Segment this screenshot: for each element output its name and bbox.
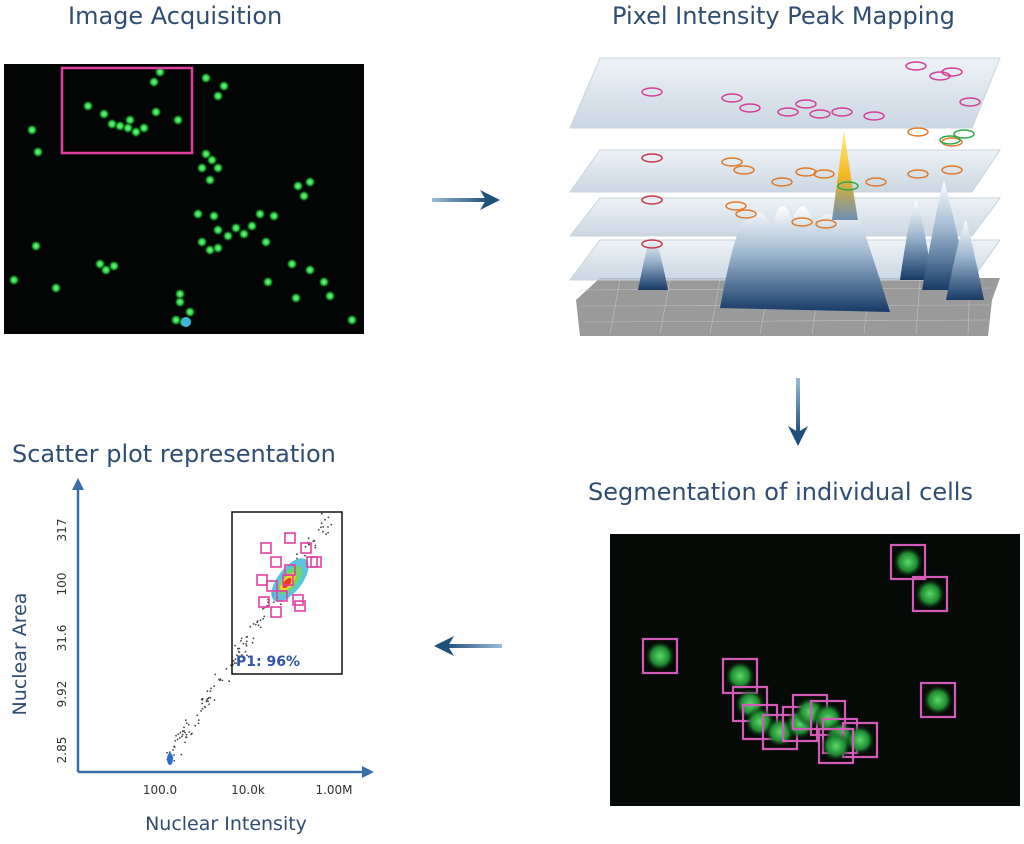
- y-tick-31.6: 31.6: [55, 625, 69, 652]
- zoom-selection-box: [60, 66, 194, 155]
- segmented-cell-markers: [256, 532, 322, 618]
- y-axis-label: Nuclear Area: [9, 593, 31, 716]
- red-rings: [641, 153, 663, 249]
- scatter-points: [166, 512, 333, 762]
- peak-mapping-diagram: [560, 50, 1022, 350]
- x-axis-label: Nuclear Intensity: [145, 813, 307, 835]
- arrow-right-icon: [430, 188, 502, 216]
- y-tick-2.85: 2.85: [55, 737, 69, 764]
- green-rings: [837, 129, 975, 191]
- title-image-acquisition: Image Acquisition: [68, 2, 283, 30]
- segmentation-micrograph: [610, 534, 1020, 806]
- acquisition-micrograph: [4, 64, 364, 334]
- y-tick-100: 100: [55, 573, 69, 596]
- nucleus-cells: [8, 66, 358, 328]
- intensity-plane-4: [569, 57, 1001, 129]
- intensity-peaks: [638, 130, 984, 312]
- y-tick-317: 317: [55, 519, 69, 542]
- title-peak-mapping: Pixel Intensity Peak Mapping: [612, 2, 955, 30]
- x-tick-100: 100.0: [143, 783, 177, 797]
- top-plane-rings: [641, 61, 981, 121]
- x-tick-1M: 1.00M: [315, 783, 352, 797]
- y-tick-9.92: 9.92: [55, 681, 69, 708]
- gate-p1-label: P1: 96%: [236, 654, 300, 670]
- x-tick-10k: 10.0k: [231, 783, 265, 797]
- orange-rings: [721, 127, 963, 229]
- title-scatter-plot: Scatter plot representation: [12, 440, 336, 468]
- arrow-down-icon: [786, 376, 810, 452]
- x-axis-arrowhead: [362, 766, 374, 778]
- segmented-cells: [641, 543, 957, 765]
- y-axis-arrowhead: [72, 478, 84, 490]
- title-segmentation: Segmentation of individual cells: [588, 478, 973, 506]
- scatter-plot: 2.85 9.92 31.6 100 317 100.0 10.0k 1.00M…: [0, 476, 400, 840]
- arrow-left-icon: [432, 634, 504, 662]
- gate-p1-box: [231, 511, 343, 675]
